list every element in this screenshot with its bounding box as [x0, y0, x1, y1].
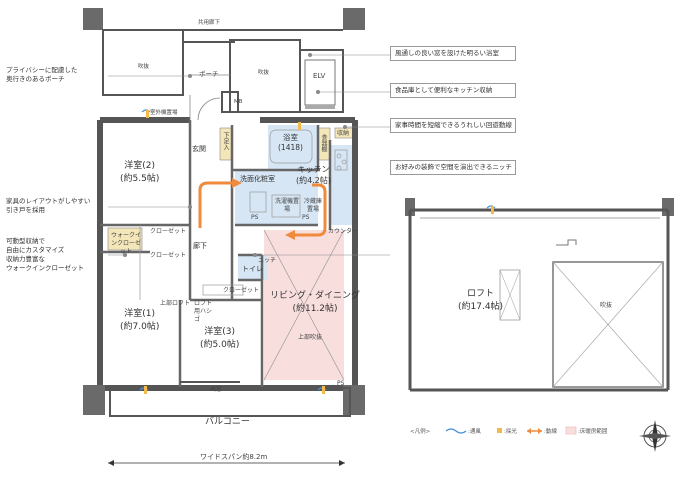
niche-label: ニッチ	[258, 257, 277, 264]
ps-label-3: PS	[337, 380, 345, 387]
common-corridor-label: 共用廊下	[198, 20, 221, 26]
legend-flow-icon	[527, 428, 542, 434]
callout-porch-line-2: 奥行きのあるポーチ	[6, 75, 65, 83]
callout-sliding-door: 家具のレイアウトがしやすい 引き戸を採用	[6, 197, 90, 215]
washroom-label: 洗面化粧室	[240, 175, 275, 183]
upper-fukinuke-label: 上部吹抜	[298, 334, 323, 341]
fridge-label: 冷蔵庫置場	[303, 198, 322, 213]
kitchen-size: (約4.2帖)	[296, 176, 331, 185]
western-room-3: 洋室(3) (約5.0帖)	[200, 326, 239, 352]
living-size: (約11.2帖)	[292, 304, 338, 314]
western-room-1-size: (約7.0帖)	[120, 322, 160, 332]
kitchen-fill	[330, 145, 355, 225]
porch-label: ポーチ	[199, 70, 219, 78]
western-room-2: 洋室(2) (約5.5帖)	[120, 160, 159, 186]
loft-size: (約17.4帖)	[458, 302, 504, 312]
kitchen-storage-label: 収納	[337, 130, 350, 137]
kitchen-room: キッチン (約4.2帖)	[296, 164, 331, 186]
western-room-1: 洋室(1) (約7.0帖)	[120, 308, 159, 334]
loft-name: ロフト	[467, 289, 495, 299]
legend-wind-label: :通風	[468, 429, 481, 435]
closet-2-label: クローゼット	[223, 287, 260, 294]
bath-size: (1418)	[278, 143, 303, 152]
legend-wind-icon	[445, 428, 467, 434]
upper-loft-label: 上部ロフト	[160, 300, 191, 307]
elevator	[304, 59, 336, 106]
callout-porch-line-1: プライバシーに配慮した	[6, 66, 78, 74]
legend-light-icon	[497, 428, 502, 433]
bay-window-label: 出窓	[210, 386, 223, 393]
closet-1-label: クローゼット	[150, 228, 187, 235]
shoes-storage-label: 下足入	[222, 132, 229, 150]
callout-wic-line-2: 自由にカスタマイズ	[6, 246, 65, 254]
fukinuke-left-label: 吹抜	[138, 64, 150, 70]
bath-fill	[268, 125, 318, 170]
callout-porch: プライバシーに配慮した 奥行きのあるポーチ	[6, 66, 77, 84]
western-room-2-name: 洋室(2)	[124, 161, 156, 171]
callout-bath-window: 風通しの良い窓を設けた明るい浴室	[390, 46, 516, 61]
elv-label: ELV	[313, 72, 326, 80]
callout-sliding-door-line-1: 家具のレイアウトがしやすい	[6, 197, 91, 205]
living-name: リビング・ダイニング	[270, 291, 361, 301]
western-room-3-name: 洋室(3)	[204, 327, 236, 337]
loft-room: ロフト (約17.4帖)	[458, 288, 503, 314]
balcony-label: バルコニー	[205, 417, 250, 427]
legend-floor-heating-label: :床暖房範囲	[578, 429, 608, 435]
callout-wic-line-1: 可動型収納で	[6, 237, 45, 245]
legend-title: <凡例>	[410, 429, 431, 435]
fukinuke-mid-label: 吹抜	[258, 70, 270, 76]
genkan-label: 玄関	[192, 145, 206, 153]
wic-label: ウォークインクローゼット	[110, 232, 141, 255]
closet-3-label: クローゼット	[150, 252, 187, 259]
wic-fill	[107, 227, 143, 251]
compass-icon	[639, 420, 671, 452]
washroom-fill	[235, 170, 318, 225]
pantry-label: 食器棚	[320, 134, 327, 152]
living-dining: リビング・ダイニング (約11.2帖)	[270, 290, 360, 316]
legend-light-label: :採光	[504, 429, 517, 435]
western-room-1-name: 洋室(1)	[124, 309, 156, 319]
outdoor-unit-label: 室外機置場	[150, 110, 178, 116]
loft-hatch-label: ロフト用ハシゴ	[194, 300, 213, 323]
western-room-3-size: (約5.0帖)	[200, 340, 240, 350]
callout-wic: 可動型収納で 自由にカスタマイズ 収納力豊富な ウォークインクローゼット	[6, 237, 84, 273]
bath-room: 浴室 (1418)	[278, 133, 303, 153]
mb-label: MB	[234, 99, 243, 105]
loft-fukinuke-box	[552, 261, 664, 388]
legend-floor-heating-icon	[565, 426, 577, 435]
ps-label-1: PS	[251, 214, 259, 221]
wide-span-label: ワイドスパン約8.2m	[198, 452, 270, 462]
callout-niche: お好みの装飾で空間を演出できるニッチ	[390, 160, 516, 175]
loft-fukinuke-label: 吹抜	[600, 302, 613, 309]
washer-label: 洗濯機置場	[274, 198, 299, 213]
callout-sliding-door-line-2: 引き戸を採用	[6, 206, 45, 214]
callout-wic-line-3: 収納力豊富な	[6, 255, 45, 263]
callout-circulation: 家事時間を短縮できるうれしい回遊動線	[390, 118, 516, 133]
corridor-label: 廊下	[193, 242, 207, 250]
legend-flow-label: :動線	[544, 429, 557, 435]
toilet-label: トイレ	[242, 265, 263, 273]
kitchen-name: キッチン	[297, 165, 330, 174]
western-room-2-size: (約5.5帖)	[120, 174, 160, 184]
callout-wic-line-4: ウォークインクローゼット	[6, 264, 84, 272]
ps-label-2: PS	[302, 214, 310, 221]
counter-label: カウンター	[328, 228, 359, 235]
callout-kitchen-storage: 食品庫として便利なキッチン収納	[390, 83, 516, 98]
bath-name: 浴室	[282, 133, 298, 142]
